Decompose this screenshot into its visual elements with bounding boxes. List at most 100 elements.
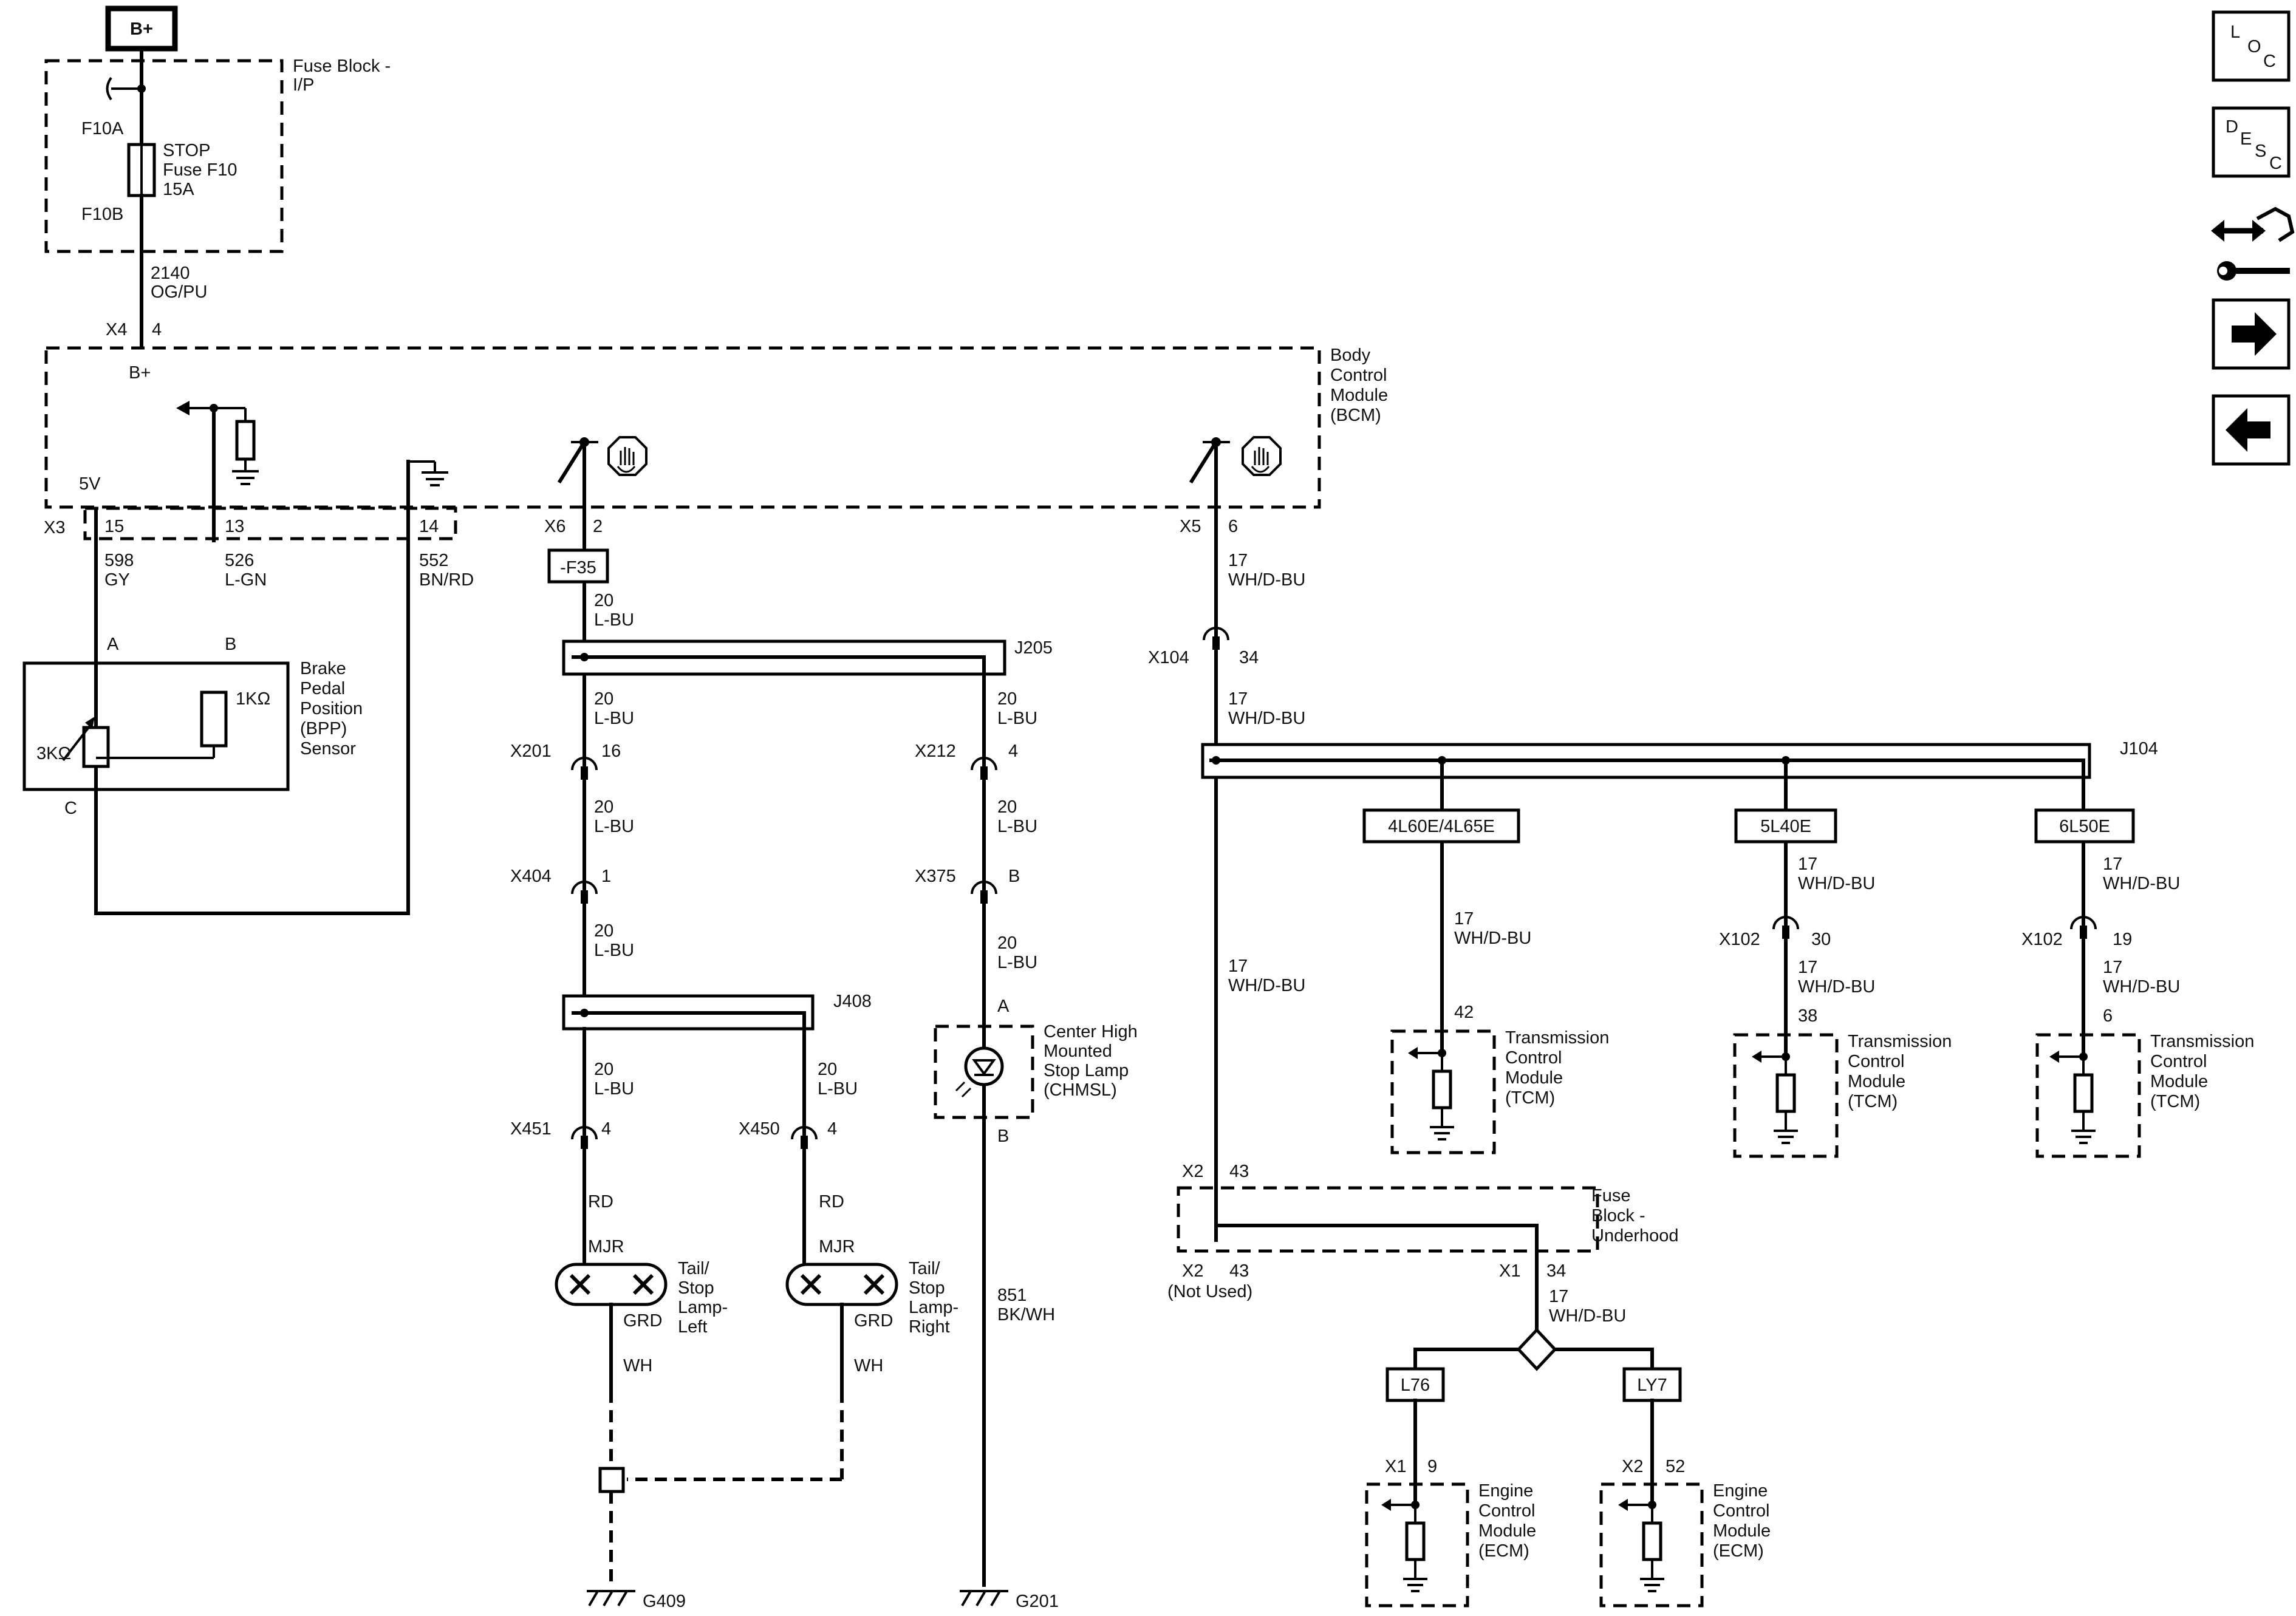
tcm1-pin: 42 bbox=[1454, 1003, 1474, 1022]
option-6l50e-label: 6L50E bbox=[2059, 817, 2110, 836]
j205-right-gauge: 20 bbox=[997, 689, 1017, 709]
tail-left-label-2: Stop bbox=[678, 1278, 714, 1298]
ground-g409-label: G409 bbox=[643, 1592, 686, 1611]
bcm-x5-pin: 6 bbox=[1228, 517, 1238, 536]
fuse-block-underhood bbox=[1177, 1186, 1599, 1253]
option-4l60e-label: 4L60E/4L65E bbox=[1388, 817, 1495, 836]
tcm3-label-4: (TCM) bbox=[2150, 1092, 2200, 1111]
tcm1-label-4: (TCM) bbox=[1505, 1088, 1555, 1108]
x450-pin: 4 bbox=[827, 1119, 837, 1139]
bcm-x4-label: X4 bbox=[106, 320, 127, 339]
branch3-color: WH/D-BU bbox=[2103, 874, 2180, 893]
j408-right-gauge: 20 bbox=[818, 1060, 837, 1079]
tail-right-mjr: MJR bbox=[819, 1237, 855, 1256]
x375-color: L-BU bbox=[997, 953, 1037, 972]
x212-label: X212 bbox=[915, 742, 956, 761]
next-arrow-icon bbox=[2232, 312, 2277, 356]
bpp-pin-c: C bbox=[64, 799, 77, 818]
next-button[interactable] bbox=[2212, 298, 2291, 370]
fbu-label-2: Block - bbox=[1591, 1206, 1645, 1226]
bpp-1k-label: 1KΩ bbox=[236, 689, 270, 709]
location-button[interactable]: L O C bbox=[2212, 10, 2291, 82]
ecm-1 bbox=[1365, 1482, 1469, 1607]
bcm-5v-label: 5V bbox=[79, 474, 101, 494]
tcm1-label-1: Transmission bbox=[1505, 1028, 1609, 1048]
bcm-x5-label: X5 bbox=[1180, 517, 1201, 536]
tail-right-label-3: Lamp- bbox=[909, 1298, 958, 1317]
x102-b-pin: 19 bbox=[2113, 930, 2132, 949]
bcm-label-2: Control bbox=[1330, 366, 1387, 385]
ecm1-x-pin: 9 bbox=[1427, 1457, 1437, 1476]
ecm2-x-label: X2 bbox=[1622, 1457, 1643, 1476]
bcm-label-3: Module bbox=[1330, 386, 1388, 405]
x104-pin: 34 bbox=[1239, 648, 1259, 667]
fbu-label-3: Underhood bbox=[1591, 1226, 1679, 1246]
fbu-x1-gauge: 17 bbox=[1549, 1287, 1568, 1306]
j408-left-color: L-BU bbox=[594, 1079, 634, 1099]
bcm-x6-pin: 2 bbox=[593, 517, 603, 536]
brake-signal-network: 17 WH/D-BU X104 34 17 WH/D-BU J104 4L60E… bbox=[1148, 539, 2254, 1607]
tcm3-label-3: Module bbox=[2150, 1072, 2208, 1091]
bcm-x3-pin-14: 14 bbox=[419, 517, 439, 536]
j408-label: J408 bbox=[833, 992, 872, 1011]
x404-pin: 1 bbox=[601, 867, 611, 886]
wire-851-color: BK/WH bbox=[997, 1305, 1055, 1325]
tcm3-pin: 6 bbox=[2103, 1006, 2113, 1026]
fuse-block-ip-label-2: I/P bbox=[293, 75, 314, 95]
fuse-pin-f10b: F10B bbox=[81, 205, 123, 224]
tail-lamp-right bbox=[785, 1263, 898, 1306]
fbu-x2-bottom-pin: 43 bbox=[1229, 1261, 1249, 1281]
x404-color: L-BU bbox=[594, 941, 634, 960]
branch1-color: WH/D-BU bbox=[1454, 929, 1531, 948]
j408-right-color: L-BU bbox=[818, 1079, 858, 1099]
previous-button[interactable] bbox=[2212, 394, 2291, 466]
f35-label: -F35 bbox=[560, 558, 596, 578]
fbu-x1-label: X1 bbox=[1499, 1261, 1520, 1281]
wire-851-circuit: 851 bbox=[997, 1286, 1027, 1305]
bpp-label-3: Position bbox=[300, 699, 363, 718]
option-6l50e bbox=[2034, 808, 2135, 844]
fbu-x1-color: WH/D-BU bbox=[1549, 1306, 1626, 1326]
chmsl-label-2: Mounted bbox=[1044, 1042, 1112, 1061]
fuse-block-ip: B+ Fuse Block - I/P F10A STOP Fuse F10 1… bbox=[44, 5, 391, 348]
x375-label: X375 bbox=[915, 867, 956, 886]
previous-arrow-icon bbox=[2226, 408, 2270, 452]
chmsl-pin-a: A bbox=[997, 997, 1010, 1016]
j205-left-gauge: 20 bbox=[594, 689, 613, 709]
manual-hand-icon bbox=[607, 436, 647, 476]
chmsl-label-3: Stop Lamp bbox=[1044, 1061, 1129, 1080]
x102-b-label: X102 bbox=[2021, 930, 2063, 949]
description-icon-s: S bbox=[2255, 141, 2266, 161]
bcm-bplus-label: B+ bbox=[129, 363, 151, 383]
splice-diamond bbox=[1516, 1328, 1557, 1371]
ecm2-label-1: Engine bbox=[1713, 1481, 1768, 1501]
tail-left-label-1: Tail/ bbox=[678, 1259, 710, 1278]
brake-pedal-position-sensor: 598 GY 526 L-GN 552 BN/RD A B 1KΩ 3KΩ Br… bbox=[22, 507, 474, 915]
x404-label: X404 bbox=[510, 867, 552, 886]
option-5l40e-label: 5L40E bbox=[1760, 817, 1811, 836]
description-button[interactable]: D E S C bbox=[2212, 106, 2291, 178]
x212-pin: 4 bbox=[1008, 742, 1018, 761]
tcm3-label-1: Transmission bbox=[2150, 1032, 2254, 1051]
tcm2-pin: 38 bbox=[1798, 1006, 1817, 1026]
bcm-x6-label: X6 bbox=[544, 517, 565, 536]
wire-526-color: L-GN bbox=[225, 570, 267, 590]
tail-right-label-1: Tail/ bbox=[909, 1259, 941, 1278]
x201-color: L-BU bbox=[594, 817, 634, 836]
location-icon: L bbox=[2230, 22, 2240, 42]
connector-repair-button[interactable] bbox=[2211, 206, 2295, 281]
fbu-not-used: (Not Used) bbox=[1167, 1282, 1252, 1301]
option-5l40e bbox=[1734, 808, 1837, 844]
ecm2-label-4: (ECM) bbox=[1713, 1541, 1764, 1561]
bplus-label: B+ bbox=[130, 19, 153, 39]
f35-color: L-BU bbox=[594, 610, 634, 630]
j205-label: J205 bbox=[1014, 638, 1053, 658]
ecm2-x-pin: 52 bbox=[1666, 1457, 1685, 1476]
bpp-label-1: Brake bbox=[300, 659, 346, 678]
location-icon-o: O bbox=[2247, 37, 2261, 56]
ecm1-label-3: Module bbox=[1478, 1521, 1536, 1541]
x104-color: WH/D-BU bbox=[1228, 709, 1305, 728]
chmsl-label-1: Center High bbox=[1044, 1022, 1138, 1042]
branch1-gauge: 17 bbox=[1454, 909, 1474, 929]
description-icon-c: C bbox=[2269, 154, 2282, 173]
